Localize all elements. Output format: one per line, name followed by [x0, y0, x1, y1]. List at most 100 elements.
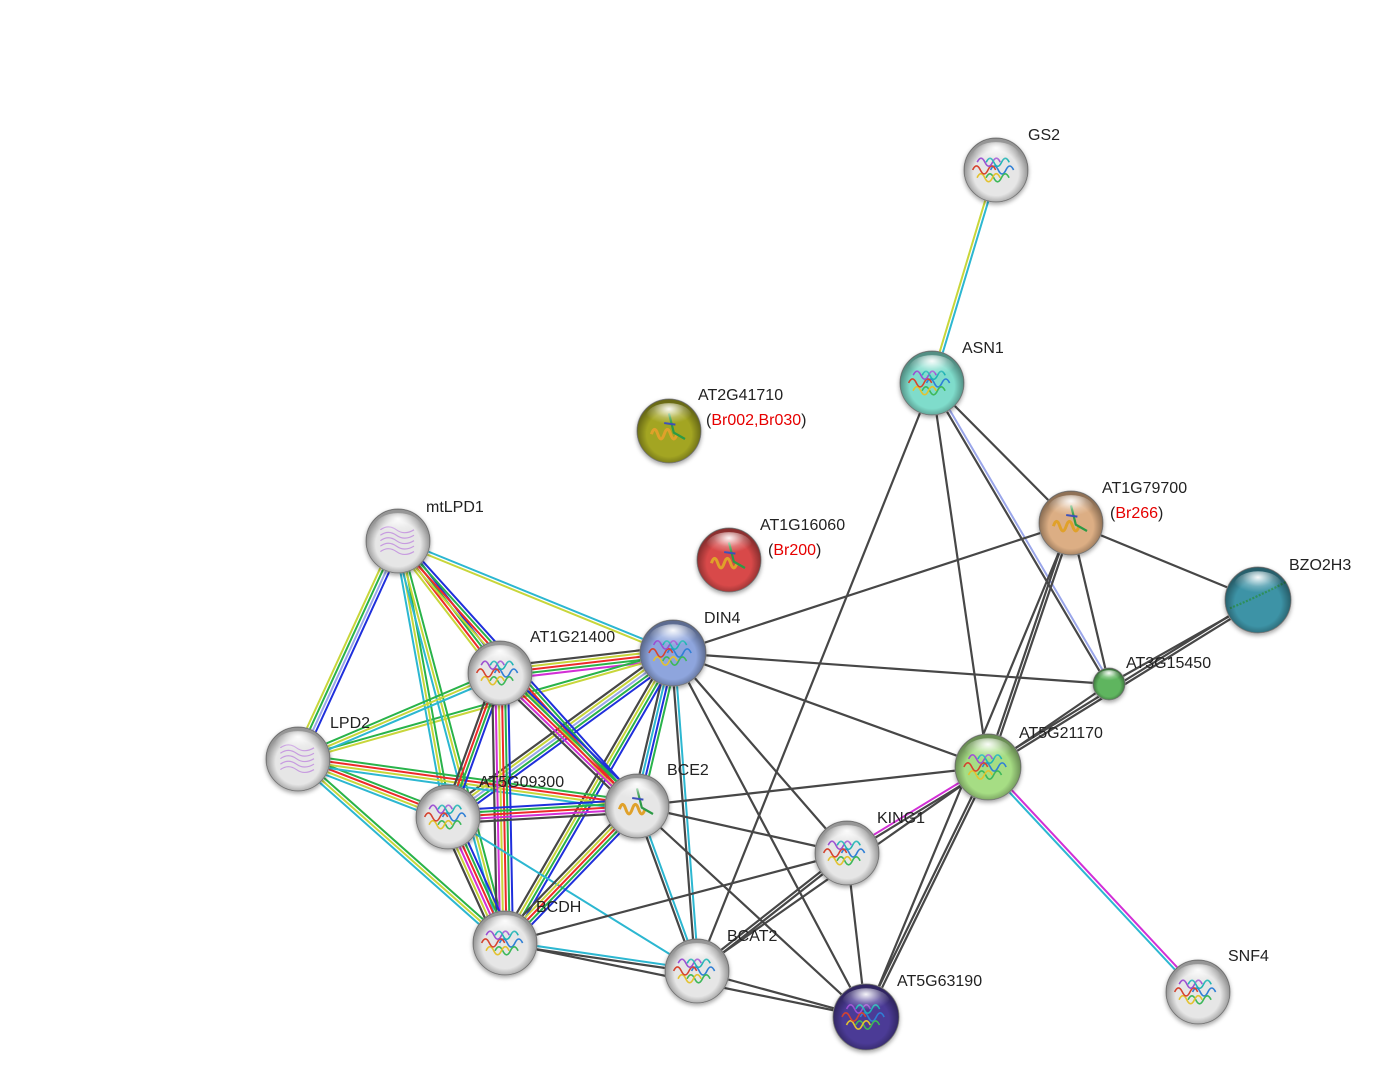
- evidence-line-dark: [635, 804, 849, 855]
- node-at5g21170[interactable]: AT5G21170: [954, 725, 1103, 801]
- node-label: ASN1: [962, 340, 1004, 357]
- node-at1g16060[interactable]: AT1G16060(Br200): [696, 517, 845, 593]
- node-label: AT1G21400: [530, 629, 615, 646]
- evidence-line-dark: [635, 765, 990, 808]
- evidence-line-olive: [396, 541, 674, 656]
- node-highlight: [842, 988, 890, 1017]
- evidence-line-lavender: [298, 540, 401, 761]
- evidence-line-dark: [443, 646, 671, 813]
- node-at1g79700[interactable]: AT1G79700 (Br266): [1038, 480, 1187, 556]
- evidence-line-cyan: [932, 169, 999, 385]
- node-highlight: [649, 624, 697, 653]
- node-highlight: [374, 513, 422, 541]
- annotation-open: (: [1110, 505, 1116, 522]
- edge-mtlpd1-lpd2[interactable]: [292, 538, 404, 762]
- node-highlight: [481, 915, 529, 943]
- evidence-line-cyan: [985, 767, 1198, 995]
- edge-lpd2-at1g21400[interactable]: [295, 669, 503, 763]
- node-at1g21400[interactable]: AT1G21400: [467, 629, 615, 706]
- node-label: mtLPD1: [426, 499, 484, 516]
- node-highlight: [1174, 964, 1222, 992]
- evidence-line-cyan: [447, 816, 698, 972]
- node-din4[interactable]: DIN4: [639, 610, 741, 687]
- edge-gs2-asn1[interactable]: [929, 168, 999, 385]
- annotation-open: (: [706, 412, 712, 429]
- edge-bcdh-king1[interactable]: [503, 851, 849, 945]
- edge-bce2-at5g63190[interactable]: [635, 804, 868, 1019]
- node-king1[interactable]: KING1: [814, 810, 925, 886]
- evidence-line-green: [295, 669, 500, 758]
- node-highlight: [823, 825, 871, 853]
- node-at5g09300[interactable]: AT5G09300: [415, 774, 564, 850]
- evidence-line-cyan: [294, 760, 504, 947]
- node-label: KING1: [877, 810, 925, 827]
- edge-din4-king1[interactable]: [671, 651, 849, 855]
- edge-asn1-at5g21170[interactable]: [930, 381, 990, 769]
- evidence-line-cyan: [298, 674, 503, 763]
- node-lpd2[interactable]: LPD2: [265, 715, 370, 792]
- node-gs2[interactable]: GS2: [963, 127, 1060, 203]
- node-highlight: [964, 738, 1012, 767]
- node-label: AT5G63190: [897, 973, 982, 990]
- evidence-line-cyan: [393, 540, 446, 819]
- evidence-line-magenta: [988, 764, 1201, 992]
- node-highlight: [972, 142, 1020, 170]
- node-bzo2h3[interactable]: BZO2H3: [1224, 557, 1351, 634]
- edge-layer: [292, 168, 1260, 1019]
- node-at3g15450[interactable]: AT3G15450: [1092, 655, 1211, 701]
- evidence-line-red: [297, 756, 639, 806]
- node-bce2[interactable]: BCE2: [604, 762, 709, 839]
- annotation-codes: Br266: [1115, 505, 1158, 522]
- edge-at5g21170-at5g63190[interactable]: [863, 765, 991, 1019]
- edge-at1g79700-din4[interactable]: [671, 521, 1073, 655]
- node-label: AT5G09300: [479, 774, 564, 791]
- evidence-line-dark: [671, 651, 849, 855]
- evidence-line-dark: [670, 651, 697, 973]
- node-asn1[interactable]: ASN1: [899, 340, 1004, 416]
- node-label: BZO2H3: [1289, 557, 1351, 574]
- annotation-codes: Br200: [773, 542, 816, 559]
- evidence-line-dark: [863, 765, 988, 1018]
- node-bcdh[interactable]: BCDH: [472, 899, 581, 976]
- node-highlight: [705, 532, 753, 560]
- node-snf4[interactable]: SNF4: [1165, 948, 1269, 1025]
- node-highlight: [1097, 670, 1121, 684]
- node-label: AT3G15450: [1126, 655, 1211, 672]
- edge-din4-at5g21170[interactable]: [671, 651, 990, 769]
- node-at5g63190[interactable]: AT5G63190: [832, 973, 982, 1051]
- evidence-line-dark: [930, 381, 990, 769]
- edge-din4-at3g15450[interactable]: [671, 651, 1111, 686]
- evidence-line-blue: [508, 654, 679, 947]
- edge-asn1-at3g15450[interactable]: [929, 381, 1112, 686]
- edge-at1g79700-bzo2h3[interactable]: [1069, 521, 1260, 602]
- node-annotation: (Br002,Br030): [706, 412, 807, 429]
- node-bcat2[interactable]: BCAT2: [664, 928, 777, 1004]
- evidence-line-lavender: [932, 381, 1112, 685]
- node-label: LPD2: [330, 715, 370, 732]
- node-annotation: (Br200): [768, 542, 821, 559]
- edge-bce2-king1[interactable]: [635, 804, 849, 855]
- edge-din4-mtlpd1[interactable]: [396, 538, 675, 656]
- edge-din4-bcat2[interactable]: [670, 651, 700, 973]
- edge-asn1-at1g79700[interactable]: [930, 381, 1073, 525]
- edge-at5g09300-bcat2[interactable]: [447, 816, 698, 972]
- annotation-close: ): [1158, 505, 1163, 522]
- edge-at1g79700-at5g21170[interactable]: [985, 521, 1074, 769]
- evidence-line-blue: [301, 542, 404, 762]
- node-label: AT1G79700: [1102, 480, 1187, 497]
- evidence-line-olive: [296, 759, 638, 809]
- node-at2g41710[interactable]: AT2G41710(Br002,Br030): [636, 387, 807, 464]
- evidence-line-cyan: [673, 651, 700, 972]
- node-label: BCDH: [536, 899, 581, 916]
- evidence-line-dark: [985, 521, 1071, 768]
- edge-bce2-at5g21170[interactable]: [635, 765, 990, 808]
- edge-asn1-bcat2[interactable]: [695, 381, 934, 973]
- evidence-line-olive: [397, 540, 506, 944]
- edge-lpd2-bcdh[interactable]: [294, 755, 509, 947]
- node-mtlpd1[interactable]: mtLPD1: [365, 499, 484, 574]
- node-label: BCAT2: [727, 928, 777, 945]
- evidence-line-olive: [292, 538, 395, 758]
- edge-at5g21170-snf4[interactable]: [985, 764, 1201, 995]
